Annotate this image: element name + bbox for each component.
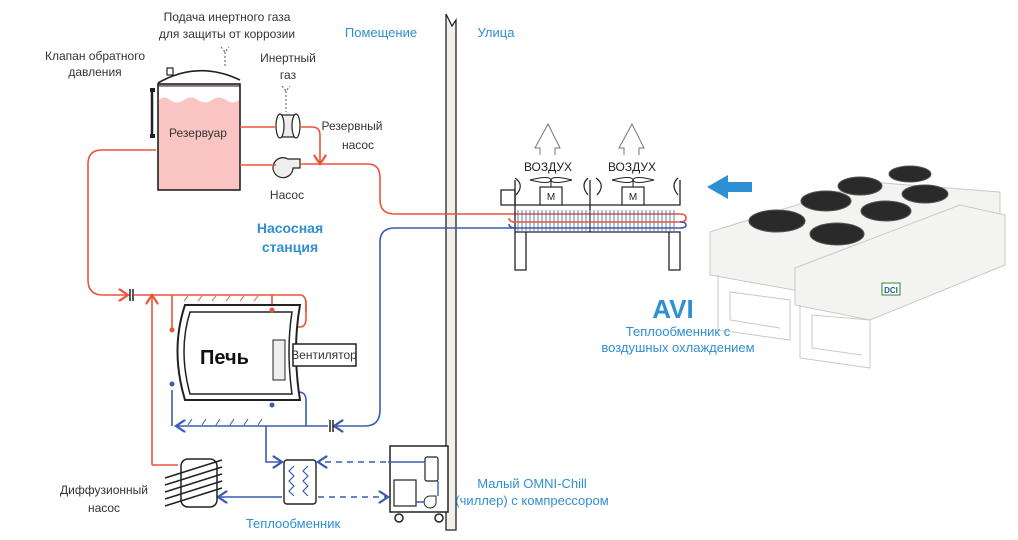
fan-left-icon: M ВОЗДУХ	[514, 122, 589, 206]
chiller-label: Малый OMNI-Chill (чиллер) с компрессором	[455, 476, 608, 508]
svg-text:M: M	[629, 192, 637, 203]
dry-cooler-schematic: M ВОЗДУХ M ВОЗДУХ	[500, 122, 687, 271]
avi-label: AVI Теплообменник с воздушных охлаждение…	[601, 294, 754, 355]
indoor-label: Помещение	[345, 25, 417, 40]
avi-product-image: DCI	[709, 165, 1006, 369]
svg-text:Диффузионный: Диффузионный	[60, 483, 148, 497]
chiller-unit	[388, 445, 449, 523]
svg-text:станция: станция	[262, 239, 318, 255]
pump-icon	[272, 157, 301, 179]
svg-text:Малый OMNI-Chill: Малый OMNI-Chill	[477, 476, 587, 491]
svg-text:Подача инертного газа: Подача инертного газа	[164, 10, 291, 24]
brand-logo: DCI	[884, 286, 898, 295]
svg-text:Печь: Печь	[200, 347, 249, 369]
gas-inlet-icon	[220, 46, 291, 112]
reservoir-tank: Резервуар	[150, 67, 241, 191]
back-pressure-valve-label: Клапан обратного давления	[45, 49, 145, 79]
airflow-arrow-icon	[707, 175, 752, 199]
svg-text:Резервуар: Резервуар	[169, 126, 227, 140]
svg-text:(чиллер) с компрессором: (чиллер) с компрессором	[455, 493, 608, 508]
svg-text:насос: насос	[88, 501, 120, 515]
svg-text:ВОЗДУХ: ВОЗДУХ	[608, 160, 656, 174]
svg-text:Насосная: Насосная	[257, 220, 323, 236]
svg-text:Резервный: Резервный	[322, 119, 383, 133]
pump-label: Насос	[270, 188, 304, 202]
outdoor-label: Улица	[478, 25, 516, 40]
inert-gas-supply-label: Подача инертного газа для защиты от корр…	[159, 10, 295, 41]
svg-text:давления: давления	[68, 65, 121, 79]
heat-exchanger-label: Теплообменник	[246, 516, 341, 531]
svg-text:Инертный: Инертный	[260, 51, 316, 65]
backup-pump-label: Резервный насос	[322, 119, 383, 152]
diffusion-pump: Диффузионный насос	[60, 458, 223, 515]
valve-top	[129, 289, 134, 301]
hot-drips	[183, 295, 259, 302]
furnace: Печь	[169, 304, 302, 408]
inert-gas-label: Инертный газ	[260, 51, 316, 82]
fan-box: Вентилятор	[291, 343, 357, 367]
svg-text:ВОЗДУХ: ВОЗДУХ	[524, 160, 572, 174]
pump-station-label: Насосная станция	[257, 220, 323, 255]
fan-right-icon: M ВОЗДУХ	[595, 122, 679, 206]
svg-text:Клапан обратного: Клапан обратного	[45, 49, 145, 63]
valve-bottom	[329, 420, 334, 432]
svg-text:Вентилятор: Вентилятор	[291, 348, 357, 362]
cold-drips	[187, 418, 263, 426]
heat-exchanger	[283, 459, 317, 505]
svg-text:M: M	[547, 192, 555, 203]
svg-text:газ: газ	[280, 68, 297, 82]
svg-text:насос: насос	[342, 138, 374, 152]
backup-pump-icon	[275, 113, 301, 139]
wall	[445, 13, 457, 531]
svg-text:для защиты от коррозии: для защиты от коррозии	[159, 27, 295, 41]
svg-text:воздушных охлаждением: воздушных охлаждением	[601, 340, 754, 355]
svg-text:Теплообменник с: Теплообменник с	[626, 324, 731, 339]
svg-text:AVI: AVI	[652, 294, 693, 324]
